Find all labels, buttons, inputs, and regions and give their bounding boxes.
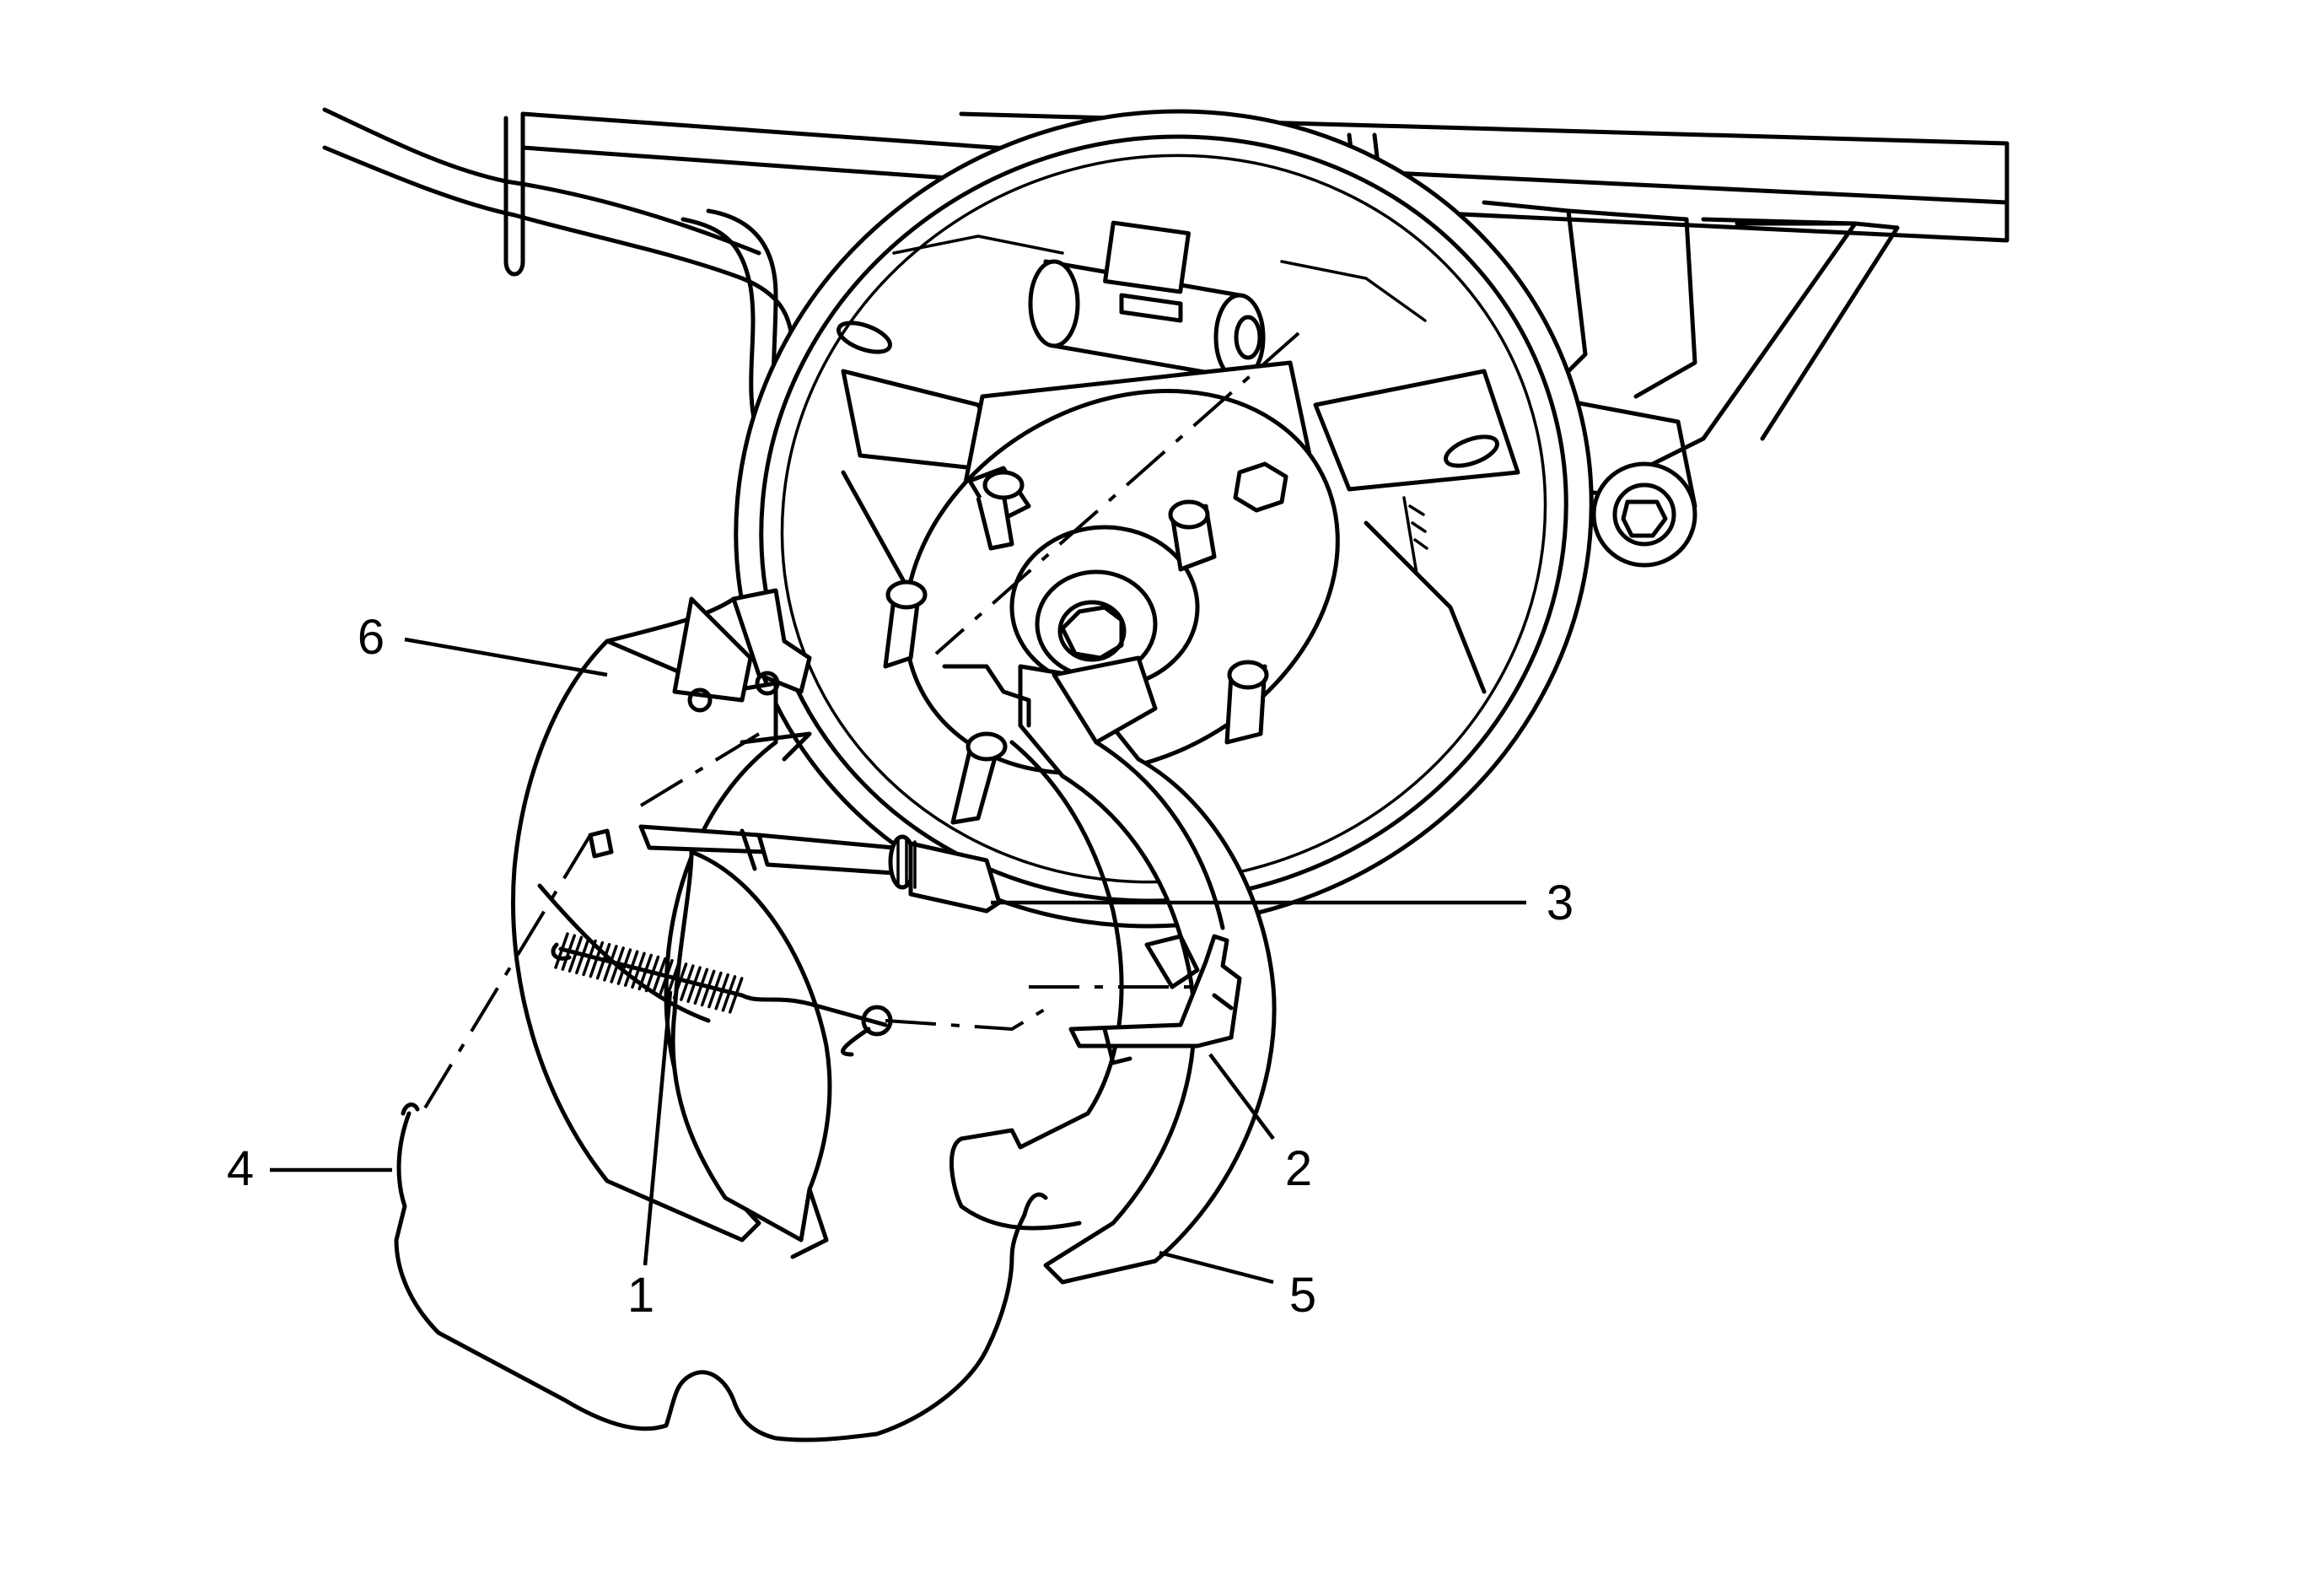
spring-coil xyxy=(575,937,590,975)
spring-coil xyxy=(623,950,639,987)
rear-brake-shoe xyxy=(942,655,1277,1285)
wheel-stud xyxy=(967,466,1031,551)
spring-coil xyxy=(554,932,569,969)
spring-coil xyxy=(714,973,729,1011)
spring-coil xyxy=(672,962,688,1000)
spring-coil xyxy=(680,964,695,1001)
assembly-lines xyxy=(420,332,1300,1115)
return-spring xyxy=(551,932,893,1057)
spring-coil xyxy=(728,977,744,1014)
spring-coil xyxy=(561,934,577,971)
spring-coil xyxy=(610,946,625,984)
wheel-stud xyxy=(1168,499,1217,572)
callout-3: 3 xyxy=(1547,876,1574,930)
callout-2: 2 xyxy=(1285,1141,1312,1196)
spring-coil xyxy=(707,971,723,1009)
spring-coil xyxy=(700,969,716,1007)
spring-coil xyxy=(652,957,667,995)
spring-coil xyxy=(603,945,618,982)
wheel-cylinder xyxy=(1028,220,1266,382)
spring-coil xyxy=(582,939,597,977)
callout-labels: 6 3 4 1 2 5 xyxy=(227,610,1574,1323)
leader-lines xyxy=(270,637,1526,1285)
spring-coil xyxy=(659,958,674,996)
spring-coil xyxy=(721,975,737,1012)
leader-line-6 xyxy=(404,637,608,677)
callout-1: 1 xyxy=(627,1268,654,1323)
adjuster-screw-assembly xyxy=(638,824,1002,914)
leader-line-1 xyxy=(643,990,673,1266)
leader-line-5 xyxy=(1159,1250,1274,1285)
spring-coil xyxy=(589,941,605,978)
adjuster-actuator xyxy=(1068,934,1242,1065)
callout-6: 6 xyxy=(358,610,385,665)
spring-coil xyxy=(686,966,702,1003)
spring-coil xyxy=(693,968,709,1005)
callout-5: 5 xyxy=(1289,1268,1316,1323)
wheel-stud xyxy=(950,731,1008,825)
spring-coil xyxy=(631,951,646,989)
spring-coil xyxy=(595,942,611,980)
leader-line-2 xyxy=(1208,1053,1275,1140)
vehicle-frame xyxy=(322,107,2009,568)
hold-down-spring-clip xyxy=(394,1102,1048,1442)
callout-4: 4 xyxy=(227,1141,254,1196)
wheel-stud xyxy=(883,579,928,669)
wheel-stud xyxy=(1224,660,1269,745)
spring-coil xyxy=(637,953,653,991)
spring-coil xyxy=(616,948,632,985)
spring-coil xyxy=(644,955,660,993)
spring-coil xyxy=(665,961,681,998)
wheel-hub xyxy=(883,360,1340,825)
spring-coil xyxy=(568,935,584,973)
